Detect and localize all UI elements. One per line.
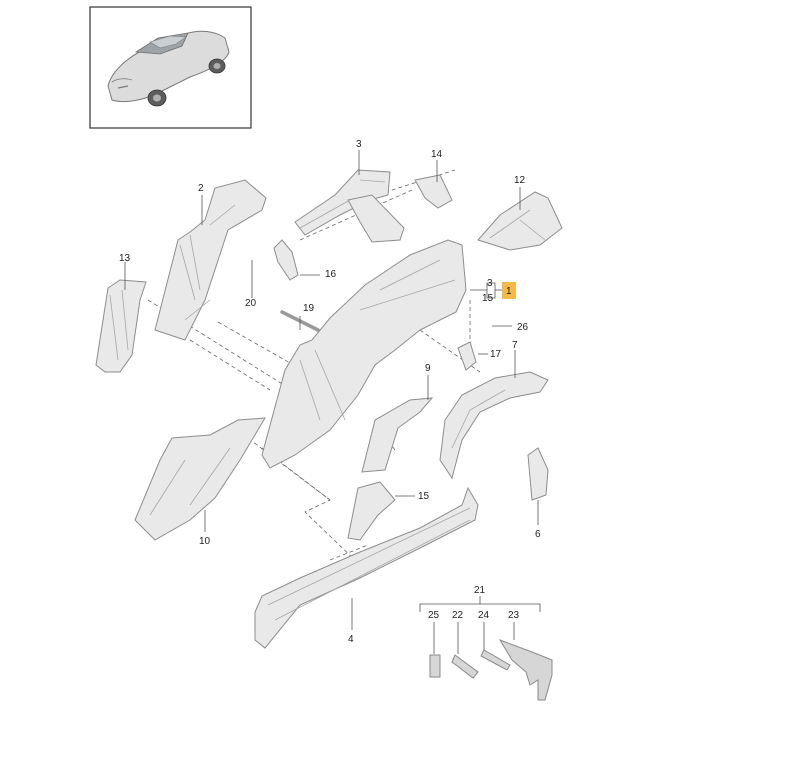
callout-16: 16 [325,269,337,280]
part-4-sill [254,486,479,649]
callout-26: 26 [517,322,529,333]
car-illustration [107,30,230,107]
callout-17: 17 [490,349,502,360]
callout-25: 25 [428,610,440,621]
callout-1-highlight [502,282,516,299]
callout-15-group: 15 [482,293,494,304]
callout-3: 3 [356,139,362,150]
callout-13: 13 [119,253,131,264]
part-1-side-panel [261,239,467,469]
callout-12: 12 [514,175,526,186]
callout-23: 23 [508,610,520,621]
callout-22: 22 [452,610,464,621]
part-17-plate [457,341,477,371]
part-23-gun [498,639,553,701]
callout-6: 6 [535,529,541,540]
part-3-upper-rail [294,169,405,243]
callout-21: 21 [474,585,486,596]
callout-7: 7 [512,340,518,351]
callout-2: 2 [198,183,204,194]
part-10-pillar [134,417,266,541]
part-6-bracket [527,447,549,501]
part-15-brace [347,481,396,541]
leader-lines [124,150,541,654]
callout-3-group: 3 [487,278,493,289]
part-22-tube [451,654,479,679]
callout-10: 10 [199,536,211,547]
vehicle-thumbnail [89,6,252,129]
part-2-pillar [154,179,267,341]
part-12-panel [477,191,563,251]
part-9-brace [361,397,434,473]
part-7-wheel-arch [439,371,549,480]
part-14-bracket [414,174,453,209]
part-24-nozzle [480,649,511,671]
callout-4: 4 [348,634,354,645]
callout-19: 19 [303,303,315,314]
part-13-bracket [95,279,147,373]
callout-24: 24 [478,610,490,621]
callout-15-lower: 15 [418,491,430,502]
part-25-cartridge [429,654,441,678]
callout-1: 1 [506,286,512,297]
callout-labels: 2 13 3 14 12 16 20 19 3 15 1 26 17 7 9 1… [119,139,541,645]
callout-9: 9 [425,363,431,374]
part-16-clip [273,239,299,281]
callout-14: 14 [431,149,443,160]
callout-20: 20 [245,298,257,309]
